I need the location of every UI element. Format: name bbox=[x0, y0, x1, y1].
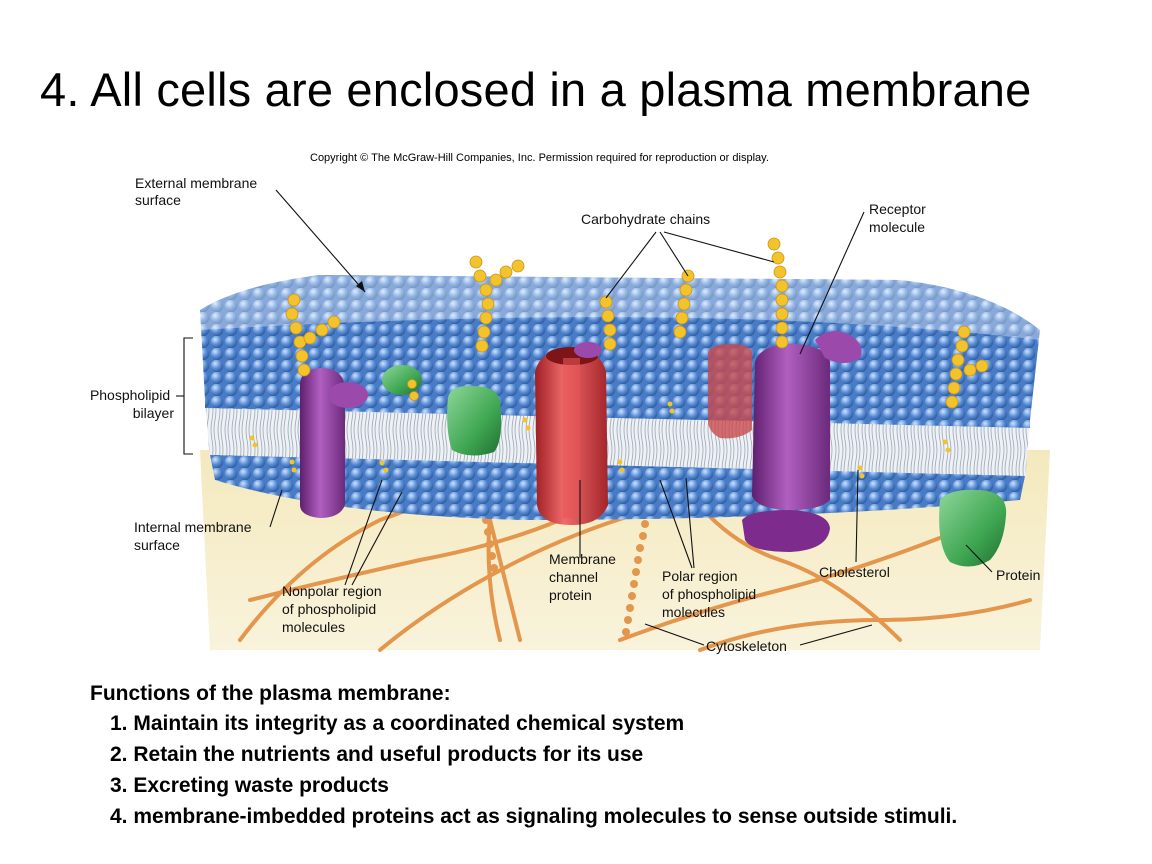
green-protein-right bbox=[939, 489, 1007, 567]
functions-list: 1. Maintain its integrity as a coordinat… bbox=[90, 708, 957, 832]
purple-protein-left bbox=[300, 368, 345, 518]
label-receptor-molecule: Receptor molecule bbox=[869, 201, 930, 235]
label-nonpolar-region: Nonpolar region of phospholipid molecule… bbox=[282, 583, 386, 635]
label-protein: Protein bbox=[996, 567, 1040, 583]
cholesterol-molecules bbox=[249, 401, 951, 479]
green-protein-small bbox=[382, 365, 422, 395]
label-channel-protein: Membrane channel protein bbox=[549, 551, 620, 603]
copyright-notice: Copyright © The McGraw-Hill Companies, I… bbox=[310, 152, 769, 164]
label-phospholipid-bilayer: Phospholipid bilayer bbox=[90, 387, 174, 421]
label-carbohydrate-chains: Carbohydrate chains bbox=[581, 211, 710, 227]
label-polar-region: Polar region of phospholipid molecules bbox=[662, 568, 760, 620]
function-item: 4. membrane-imbedded proteins act as sig… bbox=[110, 805, 958, 828]
functions-section: Functions of the plasma membrane: 1. Mai… bbox=[90, 682, 957, 832]
label-cytoskeleton: Cytoskeleton bbox=[706, 638, 787, 654]
bilayer-bracket bbox=[183, 337, 193, 455]
receptor-protein bbox=[752, 344, 830, 510]
slide-title: 4. All cells are enclosed in a plasma me… bbox=[40, 63, 1032, 116]
function-item: 3. Excreting waste products bbox=[110, 774, 389, 797]
label-external-surface: External membrane surface bbox=[135, 175, 261, 208]
function-item: 2. Retain the nutrients and useful produ… bbox=[110, 743, 644, 766]
label-cholesterol: Cholesterol bbox=[819, 564, 890, 580]
label-internal-surface: Internal membrane surface bbox=[134, 519, 255, 553]
functions-heading: Functions of the plasma membrane: bbox=[90, 682, 451, 705]
carbohydrate-chains bbox=[285, 237, 989, 409]
green-protein-center bbox=[447, 385, 502, 456]
function-item: 1. Maintain its integrity as a coordinat… bbox=[110, 712, 685, 735]
peripheral-protein-bottom bbox=[742, 510, 830, 552]
